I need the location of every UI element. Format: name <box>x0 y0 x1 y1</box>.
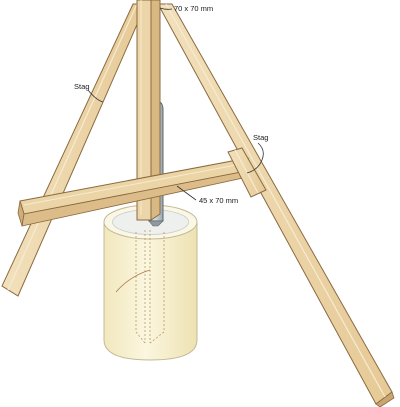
leader-brace-right <box>246 142 264 174</box>
label-brace-right: Stag <box>253 133 268 142</box>
brace-right <box>157 3 395 407</box>
vertical-post <box>136 0 161 221</box>
label-crossbar-size: 45 x 70 mm <box>199 196 238 205</box>
label-brace-left: Stag <box>74 82 89 91</box>
leader-brace-left <box>87 89 104 103</box>
leader-crossbar <box>176 185 197 201</box>
tube-form <box>103 204 198 361</box>
label-post-size: 70 x 70 mm <box>174 4 213 13</box>
post-hidden-lines <box>135 230 165 344</box>
leader-lines <box>87 7 264 201</box>
brace-right-front <box>227 147 267 198</box>
leader-post-size <box>159 7 173 10</box>
